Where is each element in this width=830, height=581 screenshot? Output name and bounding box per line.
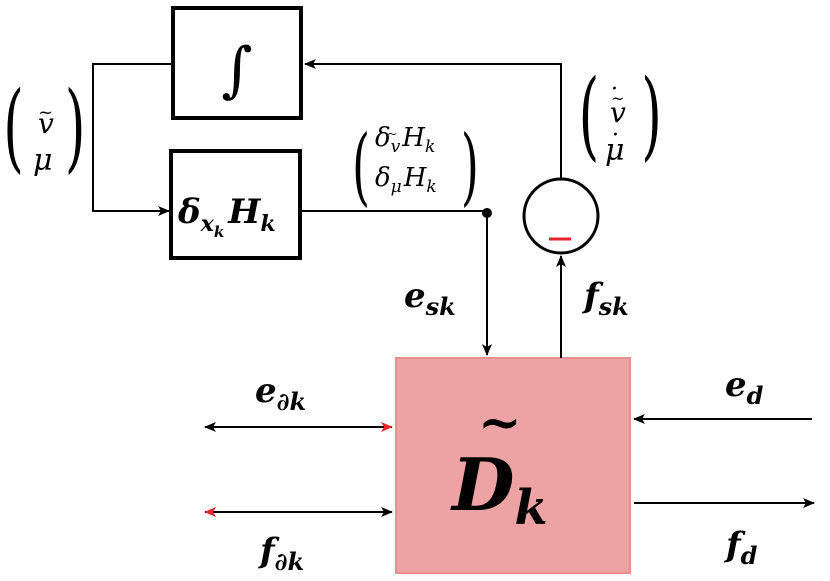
state-vector-right-paren: ) — [65, 72, 86, 184]
state-vector-label: ( ) ~ v μ — [3, 72, 85, 184]
state-vector-top: v — [38, 107, 54, 140]
derivative-line — [304, 59, 562, 179]
integrator-block: ∫ — [171, 6, 303, 120]
integral-symbol: ∫ — [221, 35, 252, 105]
derivative-right-paren: ) — [641, 60, 662, 172]
connection-lines — [92, 59, 815, 517]
gradient-left-paren: ( — [352, 117, 370, 215]
e-sk-label: esk — [404, 276, 456, 321]
derivative-top: v — [610, 96, 626, 129]
state-vector-left-paren: ( — [3, 72, 24, 184]
f-boundary-label: f∂k — [258, 531, 304, 576]
state-vector-tilde: ~ — [38, 102, 53, 123]
derivative-left-paren: ( — [579, 60, 600, 172]
dirac-label: Dk — [450, 442, 548, 536]
gradient-bottom: δμHk — [375, 163, 437, 197]
gradient-top: δvHk — [375, 123, 435, 157]
summing-junction — [522, 177, 600, 255]
derivative-top-dot: · — [611, 77, 618, 102]
gradient-top-tilde: ~ — [387, 127, 397, 141]
e-boundary-label: e∂k — [255, 371, 306, 416]
gradient-right-paren: ) — [461, 117, 479, 215]
state-vector-bottom: μ — [33, 143, 53, 178]
derivative-bottom: μ — [605, 133, 625, 168]
junction-dot — [482, 208, 492, 218]
gradient-vector-label: ( ) δvHk ~ δμHk — [352, 117, 479, 215]
derivative-bottom-dot: · — [612, 123, 619, 148]
state-derivative-label: ( ) · ~ v · μ — [579, 60, 662, 172]
f-d-label: fd — [724, 525, 758, 570]
e-d-label: ed — [725, 365, 764, 410]
state-feedback-line — [92, 63, 173, 216]
f-sk-label: fsk — [582, 276, 629, 321]
dirac-tilde: ~ — [478, 392, 522, 453]
derivative-tilde: ~ — [611, 89, 624, 108]
dirac-structure-block: ~ Dk — [395, 357, 631, 574]
